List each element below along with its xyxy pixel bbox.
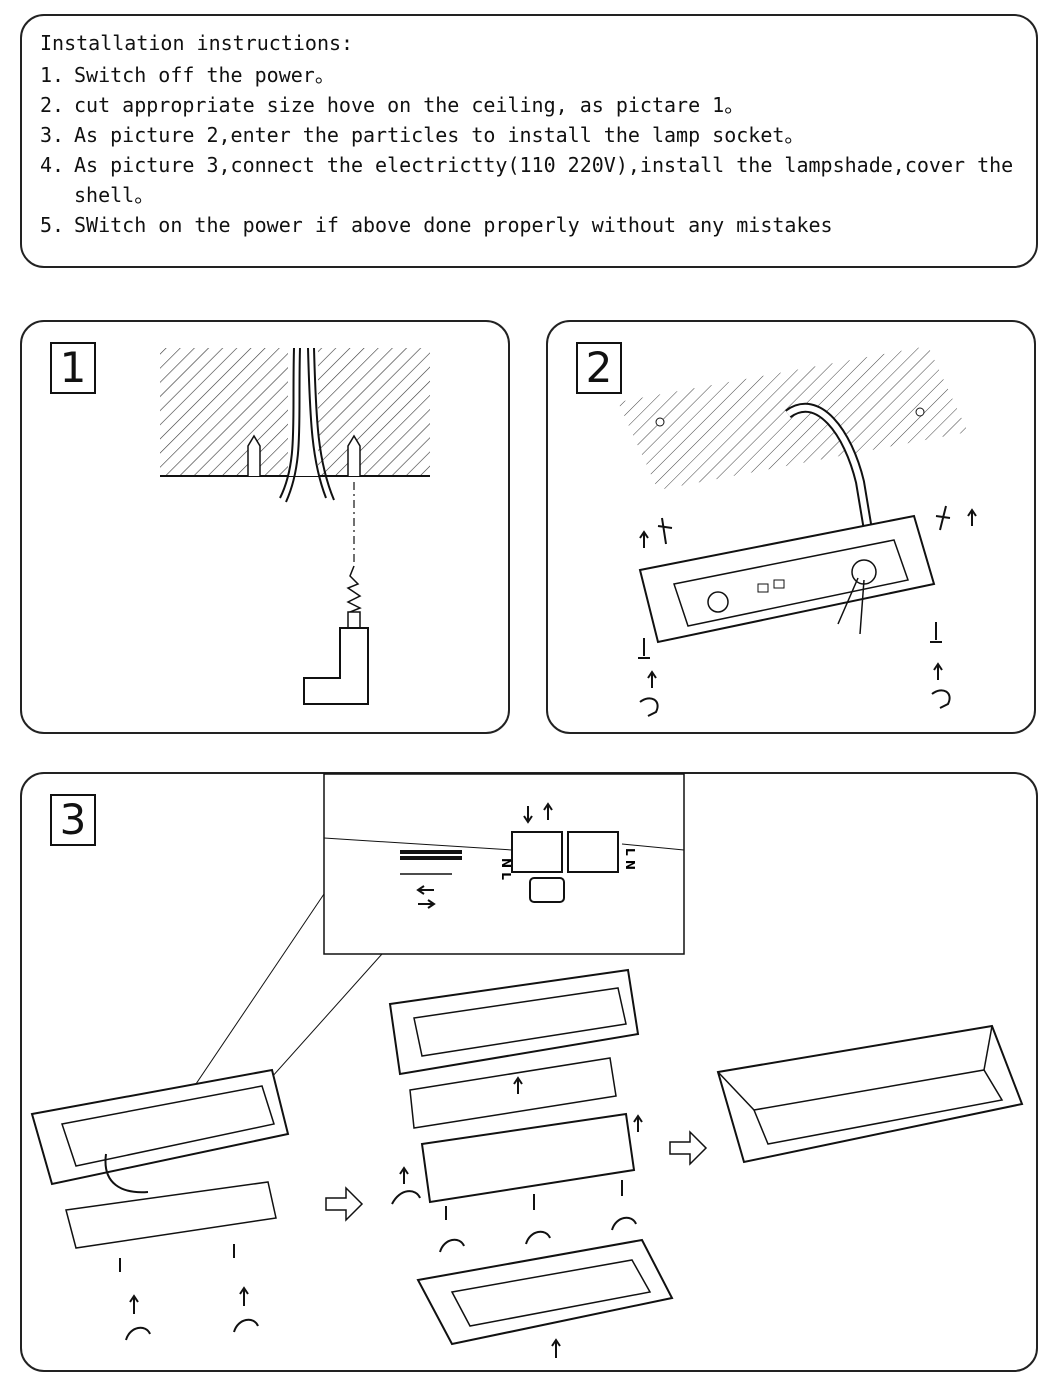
- rotate-arrow-icon: [439, 1238, 465, 1253]
- screw: [930, 622, 942, 643]
- anchor: [657, 517, 673, 545]
- instructions-panel: Installation instructions: 1.Switch off …: [20, 14, 1038, 268]
- terminal-block: [567, 831, 619, 873]
- wire: [279, 347, 295, 499]
- figure-number: 2: [576, 342, 622, 394]
- screw: [445, 1180, 623, 1220]
- screw: [638, 638, 650, 659]
- figure-1-panel: 1: [20, 320, 510, 734]
- led-board: [65, 1181, 277, 1249]
- up-arrow-icon: [633, 1114, 643, 1132]
- figure-number: 1: [50, 342, 96, 394]
- wire-end: [400, 850, 462, 860]
- instructions-title: Installation instructions:: [40, 31, 354, 55]
- up-arrow-icon: [399, 1166, 409, 1184]
- terminal-block: [511, 831, 563, 873]
- figure-3-panel: 3 N L L N: [20, 772, 1038, 1372]
- instruction-step: 4.As picture 3,connect the electrictty(1…: [40, 153, 1014, 207]
- frame: [420, 1112, 636, 1204]
- wire-label-left: N L: [499, 858, 513, 880]
- screwdriver-shaft: [347, 611, 361, 629]
- figure-number: 3: [50, 794, 96, 846]
- instruction-step: 3.As picture 2,enter the particles to in…: [40, 123, 805, 147]
- screwdriver-handle: [303, 627, 369, 705]
- up-arrow-icon: [639, 530, 649, 548]
- ceiling-hatch: [618, 346, 968, 490]
- anchor: [935, 505, 951, 531]
- up-arrow-icon: [513, 1076, 523, 1094]
- up-arrow-icon: [933, 662, 943, 680]
- rotate-arrow-icon: [391, 1190, 421, 1205]
- up-arrow-icon: [543, 802, 553, 820]
- figure-2-drawing: [618, 346, 977, 717]
- ceiling-hole: [655, 417, 665, 427]
- wire-label-right: L N: [623, 848, 637, 870]
- anchor-hole: [247, 434, 261, 476]
- rotate-arrow-icon: [233, 1318, 259, 1333]
- rotate-arrow-icon: [931, 689, 951, 709]
- diffuser-plate: [409, 1057, 617, 1129]
- rotate-arrow-icon: [639, 697, 659, 717]
- down-arrow-icon: [523, 806, 533, 824]
- up-arrow-icon: [239, 1286, 249, 1306]
- rotate-arrow-icon: [125, 1326, 151, 1341]
- ceiling-hole: [915, 407, 925, 417]
- capacitor: [529, 877, 565, 903]
- rotate-arrow-icon: [611, 1216, 637, 1231]
- left-arrow-icon: [416, 885, 434, 895]
- figure-3-drawing: N L L N: [30, 773, 1024, 1358]
- instruction-step: 2.cut appropriate size hove on the ceili…: [40, 93, 745, 117]
- up-arrow-icon: [647, 670, 657, 688]
- next-step-arrow-icon: [325, 1186, 364, 1222]
- figure-2-panel: 2: [546, 320, 1036, 734]
- up-arrow-icon: [129, 1294, 139, 1314]
- rotate-arrow-icon: [525, 1230, 551, 1245]
- anchor-hole: [347, 434, 361, 476]
- right-arrow-icon: [418, 899, 436, 909]
- instruction-step: 5.SWitch on the power if above done prop…: [40, 213, 833, 237]
- instructions-list: 1.Switch off the power。 2.cut appropriat…: [40, 60, 1018, 240]
- wire: [285, 347, 301, 503]
- up-arrow-icon: [967, 508, 977, 526]
- figure-1-drawing: [160, 347, 430, 705]
- wire: [313, 347, 335, 501]
- up-arrow-icon: [551, 1338, 561, 1358]
- screw: [119, 1244, 235, 1272]
- instruction-step: 1.Switch off the power。: [40, 63, 335, 87]
- next-step-arrow-icon: [669, 1130, 708, 1166]
- wire: [307, 347, 327, 499]
- detail-inset: [323, 773, 685, 955]
